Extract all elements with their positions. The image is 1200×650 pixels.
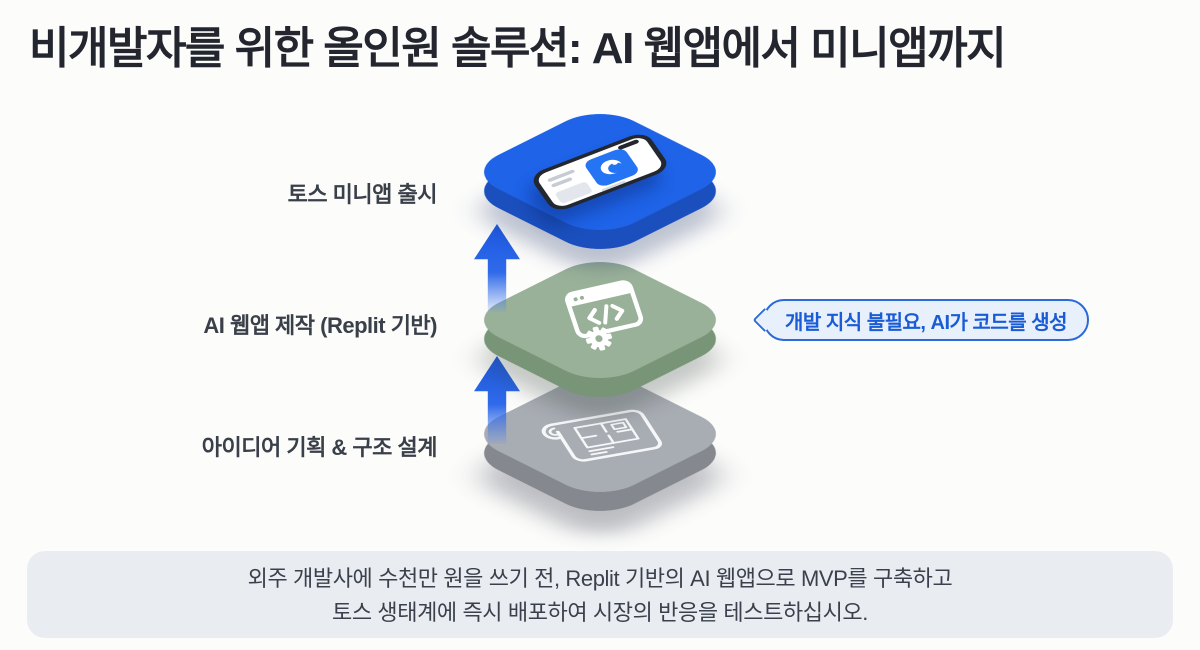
blueprint-scroll-icon (526, 403, 674, 472)
callout-tail-icon (752, 307, 777, 333)
phone-screen (534, 135, 666, 209)
footer-line-1: 외주 개발사에 수천만 원을 쓰기 전, Replit 기반의 AI 웹앱으로 … (247, 566, 953, 591)
toss-logo-icon (600, 159, 624, 175)
footer-line-2: 토스 생태계에 즉시 배포하여 시장의 반응을 테스트하십시오. (332, 600, 868, 625)
phone-illustration (528, 130, 672, 214)
footer-note: 외주 개발사에 수천만 원을 쓰기 전, Replit 기반의 AI 웹앱으로 … (27, 551, 1173, 638)
page-title: 비개발자를 위한 올인원 솔루션: AI 웹앱에서 미니앱까지 (29, 24, 1007, 73)
phone-notch (617, 139, 640, 151)
label-toss-miniapp: 토스 미니앱 출시 (287, 182, 438, 207)
callout-text: 개발 지식 불필요, AI가 코드를 생성 (785, 311, 1068, 334)
callout-bubble: 개발 지식 불필요, AI가 코드를 생성 (752, 299, 1090, 341)
label-ai-webapp: AI 웹앱 제작 (Replit 기반) (203, 313, 437, 338)
label-idea-planning: 아이디어 기획 & 구조 설계 (201, 435, 438, 460)
code-window-gear-icon (557, 273, 655, 357)
toss-app-card (582, 146, 641, 189)
